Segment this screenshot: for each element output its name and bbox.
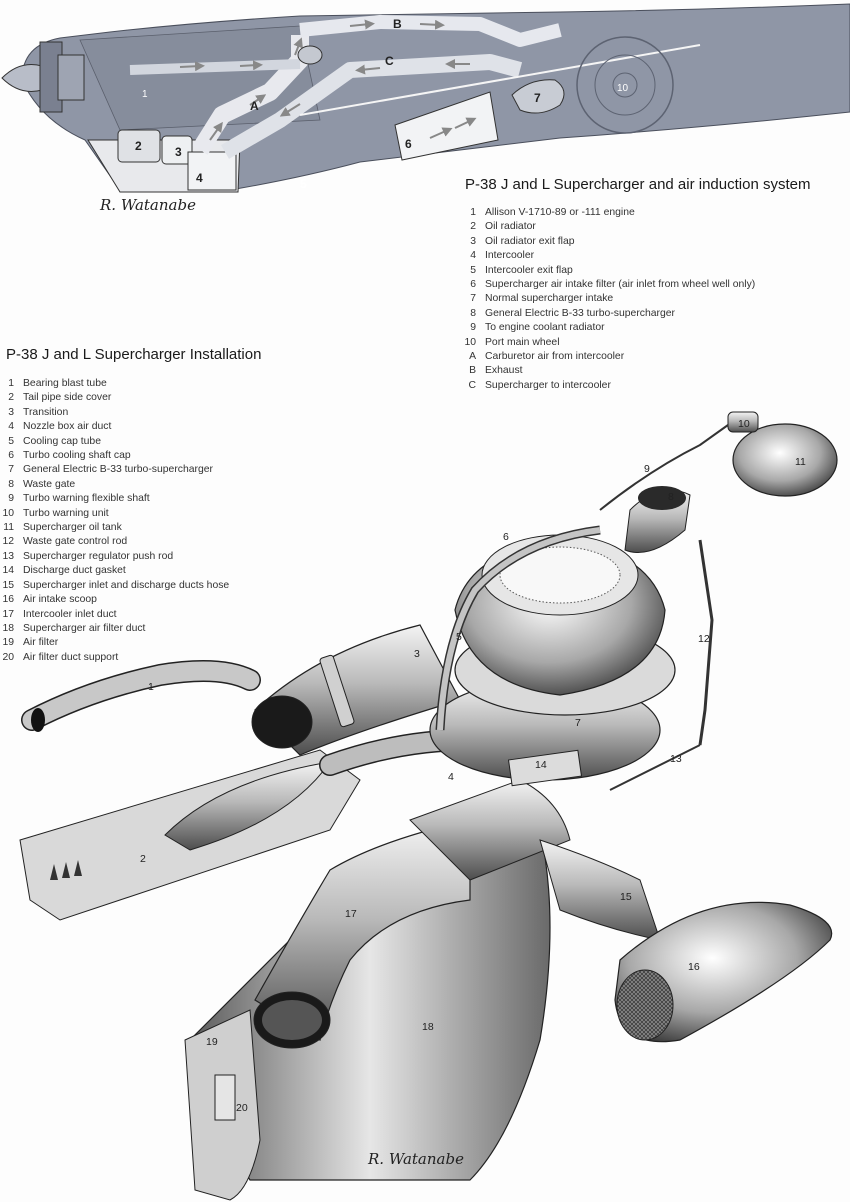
supercharger-installation-drawing: 1 2 3 4 5 6 7 8 9 10 11 12 13 14 15 16 1… [19,411,838,1201]
svg-text:15: 15 [620,891,632,903]
waste-gate-control-rod [698,539,714,746]
air-filter-duct-support [214,1074,236,1121]
svg-text:14: 14 [535,759,547,771]
svg-text:12: 12 [698,633,710,645]
svg-text:20: 20 [236,1102,248,1114]
inlet-duct-hose [539,839,661,941]
intercooler-box [187,151,237,191]
svg-text:3: 3 [414,648,420,660]
air-intake-filter [394,91,499,161]
svg-text:3: 3 [175,145,182,159]
bottom-callouts: 1 2 3 4 5 6 7 8 9 10 11 12 13 14 15 16 1… [140,418,806,1114]
svg-text:10: 10 [617,83,629,94]
transition-opening [251,695,313,749]
engine-front [57,54,85,101]
turbo-warning-flexible-shaft [599,424,729,511]
top-title: P-38 J and L Supercharger and air induct… [465,176,811,193]
svg-text:13: 13 [670,753,682,765]
svg-text:18: 18 [422,1021,434,1033]
svg-text:4: 4 [196,171,203,185]
svg-text:16: 16 [688,961,700,973]
air-intake-scoop-mesh [616,969,674,1041]
oil-radiator [117,129,161,163]
svg-text:2: 2 [140,853,146,865]
svg-text:17: 17 [345,908,357,920]
bottom-title: P-38 J and L Supercharger Installation [6,346,262,363]
airflow-arrows [179,19,470,141]
svg-text:9: 9 [644,463,650,475]
signature-top: R. Watanabe [100,196,196,214]
svg-text:10: 10 [738,418,750,430]
turbo-warning-unit [727,411,759,433]
duct-intake [129,59,301,75]
svg-text:C: C [385,54,394,68]
svg-text:7: 7 [575,717,581,729]
port-main-wheel [576,36,674,134]
propeller-spinner [1,64,43,92]
transition-clamp [319,654,355,728]
signature-bottom: R. Watanabe [368,1150,464,1168]
svg-text:6: 6 [503,531,509,543]
svg-text:A: A [250,99,259,113]
svg-text:2: 2 [135,139,142,153]
svg-text:11: 11 [795,456,806,468]
svg-text:B: B [393,17,402,31]
duct-supercharger-to-intercooler [220,54,523,159]
cover-arrows [50,860,82,880]
svg-text:1: 1 [148,681,154,693]
top-callouts: 1 2 3 4 5 6 7 10 A B C [135,17,629,191]
turbo-supercharger-small [297,45,323,65]
svg-text:8: 8 [668,491,674,503]
svg-text:19: 19 [206,1036,218,1048]
supercharger-oil-tank [732,423,838,497]
svg-text:7: 7 [534,91,541,105]
svg-text:1: 1 [142,89,148,100]
discharge-duct-gasket [507,749,583,787]
normal-supercharger-intake [511,79,565,114]
supercharger-regulator-push-rod [609,744,701,791]
induction-system-diagram: 1 2 3 4 5 6 7 10 A B C [1,3,850,193]
svg-text:5: 5 [456,631,462,643]
svg-text:6: 6 [405,137,412,151]
svg-text:4: 4 [448,771,454,783]
svg-text:5: 5 [300,177,307,191]
oil-radiator-exit-flap [161,135,193,165]
